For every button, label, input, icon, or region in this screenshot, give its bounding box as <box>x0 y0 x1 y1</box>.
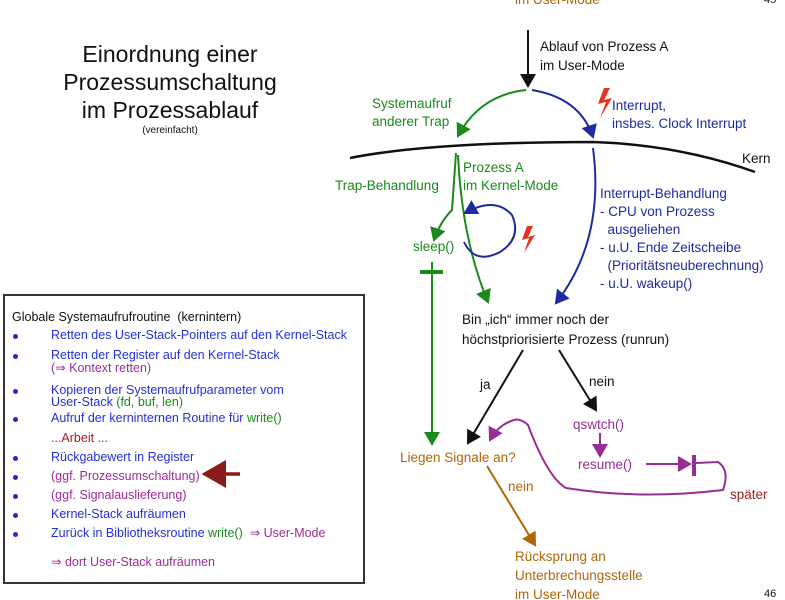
page-number: 46 <box>764 588 777 600</box>
ablauf-line-2: im User-Mode <box>540 58 625 73</box>
box-item-4: Aufruf der kerninternen Routine für writ… <box>51 412 282 425</box>
interrupt-to-question <box>554 147 597 305</box>
interrupt-arrow <box>531 89 597 139</box>
box-item-9-fn: write() <box>208 526 243 540</box>
bullet-icon <box>13 417 18 422</box>
interrupt-behandlung-2: ausgeliehen <box>600 222 681 237</box>
box-item-4-text: Aufruf der kerninternen Routine für <box>51 411 247 425</box>
nein-arrow <box>558 349 598 412</box>
box-item-8: Kernel-Stack aufräumen <box>51 507 186 521</box>
interrupt-behandlung-4: (Prioritätsneuberechnung) <box>600 258 764 273</box>
box-item-9-tail: ⇒ User-Mode <box>242 526 326 540</box>
bullet-icon <box>13 389 18 394</box>
nein-label-1: nein <box>589 374 615 389</box>
return-arrow <box>486 465 537 547</box>
bullet-icon <box>13 456 18 461</box>
box-item-1: Retten des User-Stack-Pointers auf den K… <box>51 328 347 342</box>
kernel-boundary <box>349 140 756 174</box>
syscall-arrow <box>456 89 527 138</box>
kernel-interrupt-loop <box>463 200 516 258</box>
qswtch-label: qswtch() <box>573 417 625 432</box>
box-item-3: Kopieren der Systemaufrufparameter vom <box>51 383 284 397</box>
box-item-3-line-2: User-Stack (fd, buf, len) <box>51 396 183 409</box>
sleep-label: sleep() <box>413 239 455 254</box>
interrupt-behandlung-3: - u.U. Ende Zeitscheibe <box>600 240 742 255</box>
box-heading: Globale Systemaufrufroutine (kernintern) <box>12 310 242 324</box>
question-line-2: höchstpriorisierte Prozess (runrun) <box>462 332 670 347</box>
bullet-icon <box>13 532 18 537</box>
box-final: ⇒ dort User-Stack aufräumen <box>51 555 216 569</box>
interrupt-behandlung-5: - u.U. wakeup() <box>600 276 693 291</box>
syscall-routine-box: Globale Systemaufrufroutine (kernintern)… <box>3 294 365 584</box>
box-item-9-text: Zurück in Bibliotheksroutine <box>51 526 209 540</box>
box-work: ...Arbeit ... <box>51 431 108 445</box>
systemaufruf-line-2: anderer Trap <box>372 114 450 129</box>
interrupt-line-2: insbes. Clock Interrupt <box>612 116 747 131</box>
subtitle: (vereinfacht) <box>142 125 198 136</box>
box-item-5: Rückgabewert in Register <box>51 450 195 464</box>
later-loop <box>488 418 727 496</box>
box-item-9: Zurück in Bibliotheksroutine write() ⇒ U… <box>51 527 325 540</box>
prozess-a-kernel-line-1: Prozess A <box>463 160 524 175</box>
ablauf-line-1: Ablauf von Prozess A <box>540 39 669 54</box>
interrupt-behandlung-1: - CPU von Prozess <box>600 204 715 219</box>
ruecksprung-line-2: Unterbrechungsstelle <box>515 568 643 583</box>
nein-label-2: nein <box>508 479 534 494</box>
box-item-2: Retten der Register auf den Kernel-Stack <box>51 348 280 362</box>
box-item-6: (ggf. Prozessumschaltung) <box>51 469 200 483</box>
box-item-4-fn: write() <box>246 411 282 425</box>
cut-header-text: im User-Mode <box>515 0 600 8</box>
trap-to-sleep <box>430 152 457 242</box>
trap-behandlung-label: Trap-Behandlung <box>335 178 439 193</box>
title-line-2: Prozessumschaltung <box>63 69 277 95</box>
interrupt-behandlung-0: Interrupt-Behandlung <box>600 186 727 201</box>
lightning-icon-2 <box>522 226 535 253</box>
bullet-icon <box>13 334 18 339</box>
title-line-3: im Prozessablauf <box>81 97 259 123</box>
ja-arrow <box>466 349 524 445</box>
title-line-1: Einordnung einer <box>82 41 258 67</box>
systemaufruf-line-1: Systemaufruf <box>372 96 452 111</box>
box-item-7: (ggf. Signalauslieferung) <box>51 488 187 502</box>
signale-label: Liegen Signale an? <box>400 450 516 465</box>
ruecksprung-line-1: Rücksprung an <box>515 549 606 564</box>
trap-to-question <box>457 154 491 304</box>
lightning-icon-1 <box>598 88 612 118</box>
box-item-3-text2: User-Stack <box>51 395 113 409</box>
bullet-icon <box>13 354 18 359</box>
bullet-icon <box>13 494 18 499</box>
box-item-3-args: (fd, buf, len) <box>112 395 184 409</box>
ruecksprung-line-3: im User-Mode <box>515 587 600 600</box>
interrupt-line-1: Interrupt, <box>612 98 667 113</box>
box-item-2-sub: (⇒ Kontext retten) <box>51 361 152 375</box>
spaeter-label: später <box>730 487 768 502</box>
ja-label: ja <box>480 377 491 392</box>
resume-label: resume() <box>578 457 633 472</box>
kern-label: Kern <box>742 151 771 166</box>
prev-page-number: 45 <box>764 0 777 6</box>
bullet-icon <box>13 513 18 518</box>
bullet-icon <box>13 475 18 480</box>
prozess-a-kernel-line-2: im Kernel-Mode <box>463 178 559 193</box>
question-line-1: Bin „ich“ immer noch der <box>462 312 610 327</box>
